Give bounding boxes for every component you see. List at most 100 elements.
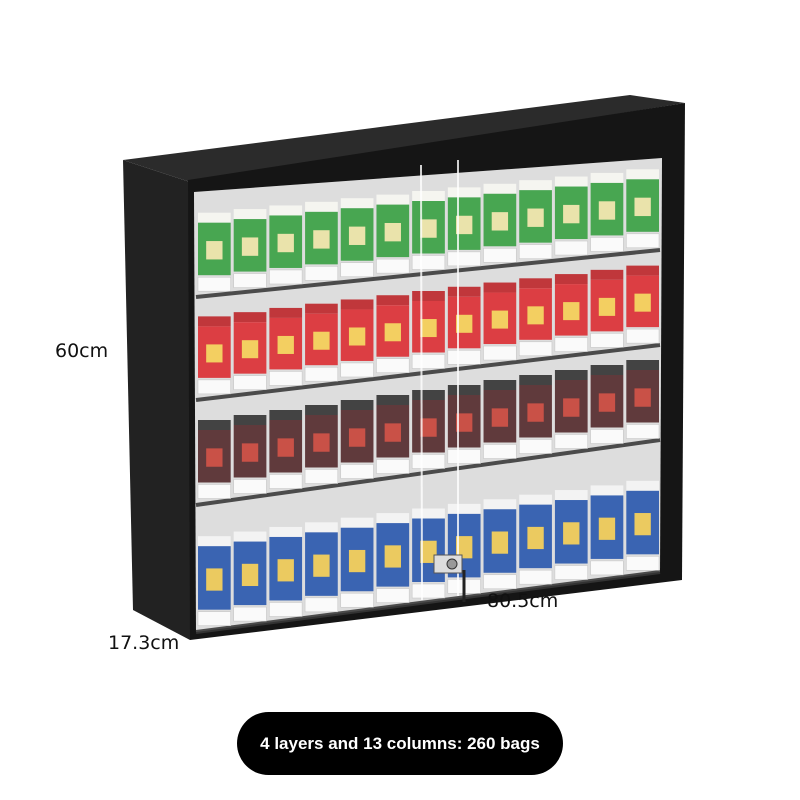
- height-label: 60cm: [55, 340, 109, 362]
- cigarette-pack: [304, 522, 339, 613]
- price-tag: [340, 262, 374, 277]
- cigarette-pack: [376, 395, 410, 474]
- price-tag: [304, 469, 339, 484]
- price-tag: [233, 375, 267, 390]
- cigarette-pack: [197, 536, 231, 626]
- cigarette-pack: [518, 494, 553, 585]
- price-tag: [376, 358, 410, 373]
- cigarette-pack: [447, 187, 481, 267]
- cigarette-pack: [626, 360, 660, 439]
- cigarette-pack: [340, 517, 374, 608]
- price-tag: [590, 333, 624, 348]
- price-tag: [518, 341, 553, 357]
- price-tag: [626, 424, 660, 439]
- price-tag: [590, 237, 624, 252]
- shelf: [195, 248, 661, 299]
- price-tag: [483, 444, 517, 459]
- cigarette-pack: [483, 282, 517, 361]
- price-tag: [269, 371, 303, 386]
- price-tag: [340, 592, 374, 608]
- price-tag: [376, 258, 410, 274]
- price-tag: [197, 379, 231, 395]
- shelf: [195, 343, 661, 402]
- price-tag: [197, 611, 231, 626]
- price-tag: [197, 484, 231, 499]
- cabinet-side-panel: [123, 160, 190, 640]
- cigarette-pack: [483, 499, 517, 590]
- cigarette-pack: [376, 194, 410, 274]
- price-tag: [376, 459, 410, 474]
- cigarette-pack: [483, 183, 517, 263]
- price-tag: [340, 362, 374, 378]
- cigarette-pack: [233, 415, 267, 494]
- depth-label: 17.3cm: [108, 632, 180, 654]
- door-edge-left: [420, 164, 423, 601]
- price-tag: [197, 276, 231, 292]
- price-tag: [447, 350, 481, 365]
- price-tag: [304, 597, 339, 613]
- cigarette-pack: [518, 278, 553, 357]
- cigarette-pack: [626, 169, 660, 249]
- price-tag: [269, 602, 303, 617]
- capacity-caption: 4 layers and 13 columns: 260 bags: [260, 733, 540, 753]
- price-tag: [483, 574, 517, 590]
- price-tag: [269, 269, 303, 285]
- cigarette-pack: [233, 209, 267, 288]
- price-tag: [233, 479, 267, 494]
- price-tag: [447, 251, 481, 267]
- price-tag: [483, 248, 517, 263]
- cigarette-pack: [483, 380, 517, 459]
- cigarette-pack: [447, 503, 481, 594]
- cigarette-pack: [197, 420, 231, 499]
- price-tag: [447, 449, 481, 464]
- price-tag: [518, 244, 553, 259]
- cigarette-pack: [233, 312, 267, 390]
- cigarette-pack: [233, 531, 267, 622]
- cigarette-pack: [411, 508, 446, 599]
- lock-icon[interactable]: [433, 554, 466, 602]
- price-tag: [233, 273, 267, 288]
- shelf: [195, 570, 661, 634]
- cigarette-pack: [447, 385, 481, 464]
- price-tag: [233, 606, 267, 622]
- price-tag: [411, 454, 446, 469]
- price-tag: [554, 434, 588, 449]
- cigarette-pack: [340, 198, 374, 277]
- cigarette-pack: [376, 513, 410, 603]
- cigarette-pack: [590, 269, 624, 348]
- cigarette-pack: [447, 286, 481, 365]
- cigarette-pack: [269, 205, 303, 285]
- price-tag: [626, 233, 660, 249]
- price-tag: [304, 366, 339, 382]
- cigarette-pack: [304, 201, 339, 281]
- width-label: 80.5cm: [487, 590, 559, 612]
- cigarette-pack: [590, 485, 624, 576]
- price-tag: [554, 240, 588, 256]
- price-tag: [269, 474, 303, 489]
- price-tag: [554, 337, 588, 352]
- cigarette-pack: [269, 526, 303, 617]
- cigarette-pack: [197, 212, 231, 292]
- glass-door: [194, 158, 662, 632]
- price-tag: [518, 569, 553, 585]
- cigarette-pack: [554, 274, 588, 352]
- cigarette-pack: [411, 390, 446, 469]
- cigarette-pack: [197, 316, 231, 395]
- cigarette-pack: [626, 265, 660, 344]
- price-tag: [340, 464, 374, 479]
- cigarette-pack: [554, 176, 588, 256]
- capacity-badge: 4 layers and 13 columns: 260 bags: [237, 712, 563, 775]
- cigarette-pack: [518, 375, 553, 454]
- cigarette-pack: [518, 180, 553, 259]
- price-tag: [411, 583, 446, 599]
- cigarette-pack: [376, 295, 410, 373]
- price-tag: [590, 560, 624, 576]
- cigarette-pack: [269, 410, 303, 489]
- cigarette-pack: [340, 299, 374, 378]
- price-tag: [411, 354, 446, 369]
- cigarette-pack: [411, 291, 446, 369]
- cabinet-top-panel: [123, 95, 685, 182]
- cigarette-pack: [626, 480, 660, 571]
- cigarette-pack: [340, 400, 374, 479]
